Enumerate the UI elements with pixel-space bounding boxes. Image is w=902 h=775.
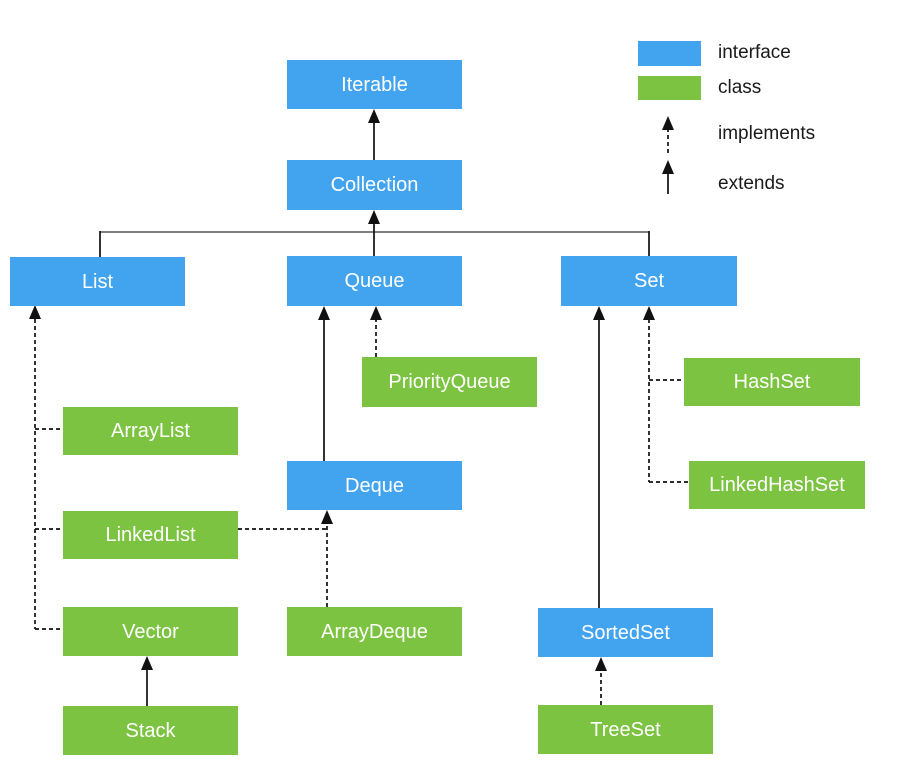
- legend-interface-swatch: [638, 41, 701, 66]
- node-arraylist: ArrayList: [63, 407, 238, 455]
- legend-extends-label: extends: [718, 173, 785, 194]
- legend-class-label: class: [718, 77, 762, 98]
- node-vector: Vector: [63, 607, 238, 656]
- node-collection: Collection: [287, 160, 462, 210]
- node-linkedhashset: LinkedHashSet: [689, 461, 865, 509]
- legend-extends-arrow: [662, 160, 674, 194]
- node-set: Set: [561, 256, 737, 306]
- legend-implements-label: implements: [718, 123, 816, 144]
- node-iterable: Iterable: [287, 60, 462, 109]
- legend-class-swatch: [638, 76, 701, 100]
- edge-stack-extends-vector: [141, 656, 153, 706]
- edge-priorityqueue-implements-queue: [370, 306, 382, 357]
- node-hashset: HashSet: [684, 358, 860, 406]
- edge-sortedset-extends-set: [593, 306, 605, 608]
- edge-deque-extends-queue: [318, 306, 330, 461]
- legend-interface-label: interface: [718, 42, 791, 63]
- edge-set-implementors: [643, 306, 689, 483]
- edge-deque-implementors: [238, 510, 333, 607]
- node-list: List: [10, 257, 185, 306]
- node-stack: Stack: [63, 706, 238, 755]
- edge-queue-extends-collection: [368, 210, 380, 256]
- legend-implements-arrow: [662, 116, 674, 153]
- node-treeset: TreeSet: [538, 705, 713, 754]
- node-sortedset: SortedSet: [538, 608, 713, 657]
- node-priorityqueue: PriorityQueue: [362, 357, 537, 407]
- edge-list-implementors: [29, 305, 63, 630]
- node-queue: Queue: [287, 256, 462, 306]
- node-deque: Deque: [287, 461, 462, 510]
- edge-treeset-implements-sortedset: [595, 657, 607, 705]
- node-linkedlist: LinkedList: [63, 511, 238, 559]
- edge-collection-extends-iterable: [368, 109, 380, 160]
- node-arraydeque: ArrayDeque: [287, 607, 462, 656]
